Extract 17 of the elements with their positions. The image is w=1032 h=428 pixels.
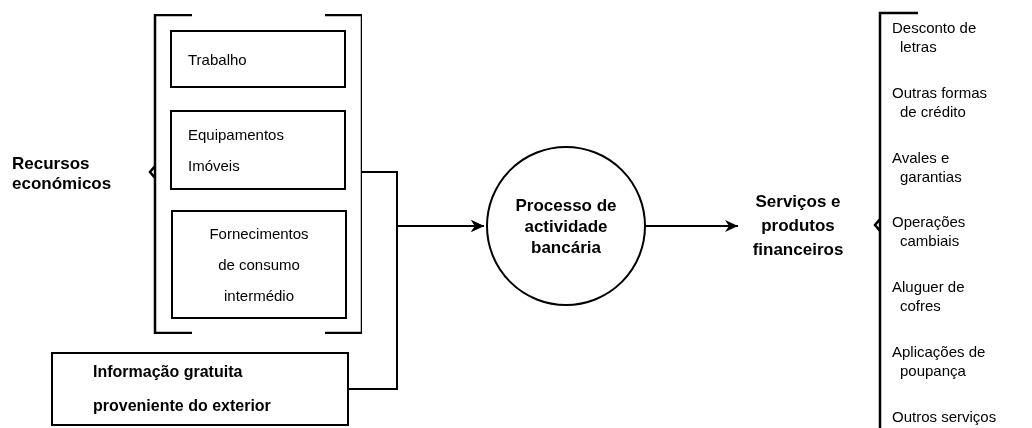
connector-arrow [645, 220, 739, 232]
resource-box: Fornecimentos de consumo intermédio [171, 210, 347, 319]
group-heading: Recursos económicos [12, 154, 113, 194]
resource-box: Informação gratuita proveniente do exterior [51, 352, 349, 426]
service-item: Aluguer de cofres [892, 277, 966, 316]
service-item: Outros serviços [892, 406, 998, 426]
output-text: Serviços e produtos financeiros [740, 188, 856, 264]
resource-box: Equipamentos Imóveis [170, 110, 346, 190]
service-item: Aplicações de poupança [892, 342, 987, 381]
resource-box: Trabalho [170, 30, 346, 88]
service-item: Avales e garantias [892, 147, 963, 186]
bracket-group [12, 14, 362, 334]
circle-text: Processo de actividade bancária [514, 194, 618, 258]
service-item: Operações cambiais [892, 212, 967, 251]
connector-arrow [348, 220, 485, 390]
service-item: Desconto de letras [892, 18, 978, 56]
service-item: Outras formas de crédito [892, 82, 989, 121]
